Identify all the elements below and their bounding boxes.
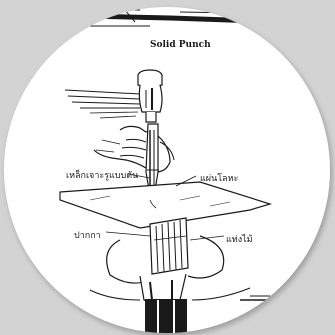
wood-block: [150, 218, 188, 274]
wood-block-label: แท่งไม้: [226, 232, 253, 246]
punch-label: เหล็กเจาะรูแบบตัน: [66, 168, 138, 182]
nail-label: ปากกา: [74, 228, 101, 242]
diagram-title: Solid Punch: [150, 40, 211, 50]
metal-sheet-label: แผ่นโลหะ: [200, 171, 238, 185]
